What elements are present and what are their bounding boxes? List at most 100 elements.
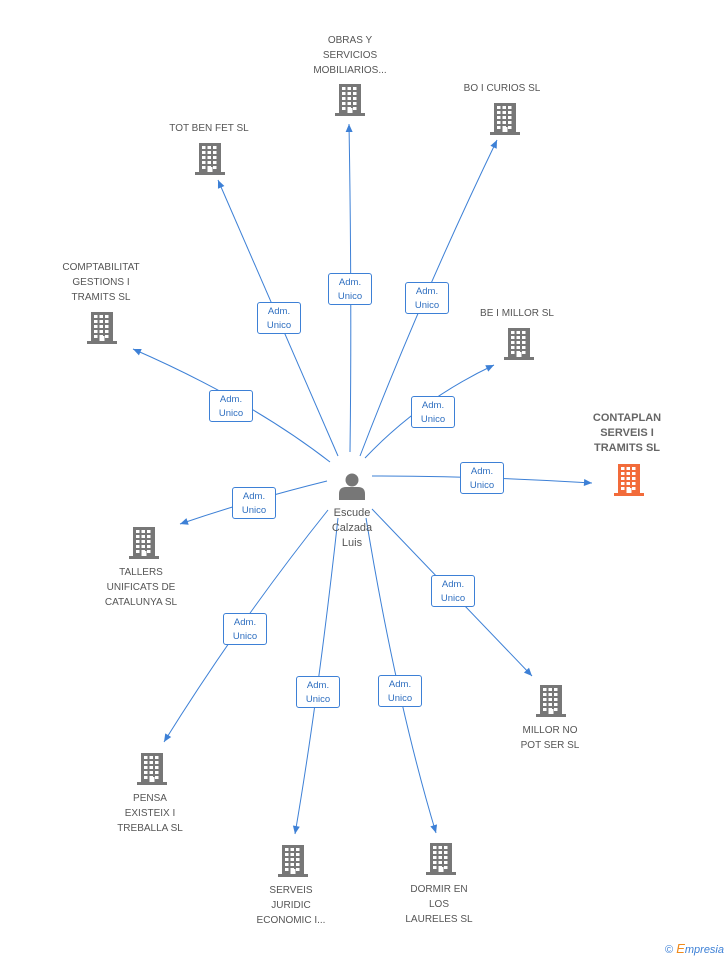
relation-text: Adm. — [219, 394, 243, 405]
company-label-line: ECONOMIC I... — [256, 915, 326, 926]
company-label-line: TRAMITS SL — [71, 292, 131, 303]
company-label-dormir[interactable]: DORMIR EN LOS LAURELES SL — [374, 882, 504, 927]
building-icon-serveis[interactable] — [278, 845, 308, 877]
relation-badge-serveis[interactable]: Adm. Unico — [296, 676, 340, 708]
company-label-line: BO I CURIOS SL — [463, 83, 541, 94]
relation-text: Unico — [241, 505, 267, 516]
relation-badge-pensa[interactable]: Adm. Unico — [223, 613, 267, 645]
brand-initial: E — [676, 941, 685, 956]
relation-badge-contaplan[interactable]: Adm. Unico — [460, 462, 504, 494]
company-label-line: TRAMITS SL — [594, 442, 660, 454]
building-icon-comptab[interactable] — [87, 312, 117, 344]
company-label-line: PENSA — [133, 793, 167, 804]
relation-text: Adm. — [415, 286, 439, 297]
relation-text: Adm. — [233, 617, 257, 628]
relation-text: Adm. — [267, 306, 291, 317]
company-label-totben[interactable]: TOT BEN FET SL — [144, 121, 274, 136]
company-label-line: EXISTEIX I — [124, 808, 176, 819]
relation-badge-beimillor[interactable]: Adm. Unico — [411, 396, 455, 428]
relation-badge-obras[interactable]: Adm. Unico — [328, 273, 372, 305]
company-label-line: LOS — [428, 899, 449, 910]
person-icon[interactable] — [339, 473, 365, 501]
relation-text: Unico — [337, 291, 363, 302]
person-label-line: Escude — [333, 507, 371, 519]
arrow-tallers — [180, 518, 189, 525]
company-label-line: TALLERS — [119, 567, 163, 578]
relation-text: Unico — [420, 414, 446, 425]
company-label-line: UNIFICATS DE — [106, 582, 176, 593]
brand-name: mpresia — [684, 944, 724, 956]
company-label-comptab[interactable]: COMPTABILITAT GESTIONS I TRAMITS SL — [36, 260, 166, 305]
building-icon-pensa[interactable] — [137, 753, 167, 785]
company-label-line: TREBALLA SL — [117, 823, 183, 834]
relation-badge-comptab[interactable]: Adm. Unico — [209, 390, 253, 422]
arrow-comptab — [133, 348, 142, 356]
company-label-line: SERVICIOS — [322, 50, 378, 61]
relation-text: Adm. — [338, 277, 362, 288]
company-label-tallers[interactable]: TALLERS UNIFICATS DE CATALUNYA SL — [76, 565, 206, 610]
person-label-line: Calzada — [331, 522, 373, 534]
arrow-serveis — [292, 825, 300, 834]
company-label-beimillor[interactable]: BE I MILLOR SL — [452, 306, 582, 321]
company-label-line: CONTAPLAN — [592, 412, 662, 424]
company-label-line: SERVEIS — [269, 885, 313, 896]
relation-badge-totben[interactable]: Adm. Unico — [257, 302, 301, 334]
arrow-dormir — [430, 824, 438, 833]
company-label-boi[interactable]: BO I CURIOS SL — [437, 81, 567, 96]
company-label-serveis[interactable]: SERVEIS JURIDIC ECONOMIC I... — [226, 883, 356, 928]
person-label-line: Luis — [341, 537, 363, 549]
arrow-boi — [490, 140, 497, 149]
footer-brand[interactable]: © Empresia — [665, 941, 724, 956]
company-label-line: MILLOR NO — [522, 725, 578, 736]
building-icon-boi[interactable] — [490, 103, 520, 135]
relation-text: Adm. — [470, 466, 494, 477]
relation-text: Unico — [469, 480, 495, 491]
relation-text: Adm. — [421, 400, 445, 411]
copyright-symbol: © — [665, 944, 674, 956]
building-icon-beimillor[interactable] — [504, 328, 534, 360]
company-label-line: SERVEIS I — [600, 427, 654, 439]
building-icon-contaplan[interactable] — [614, 464, 644, 496]
relation-text: Unico — [305, 694, 331, 705]
relation-text: Adm. — [441, 579, 465, 590]
arrow-obras — [345, 124, 353, 133]
building-icon-obras[interactable] — [335, 84, 365, 116]
company-label-line: LAURELES SL — [405, 914, 473, 925]
relation-text: Unico — [440, 593, 466, 604]
company-label-line: DORMIR EN — [410, 884, 468, 895]
relation-text: Unico — [266, 320, 292, 331]
relation-text: Adm. — [388, 679, 412, 690]
arrow-pensa — [164, 733, 172, 742]
relation-text: Unico — [232, 631, 258, 642]
relation-text: Unico — [218, 408, 244, 419]
relation-text: Unico — [414, 300, 440, 311]
company-label-line: COMPTABILITAT — [62, 262, 140, 273]
company-label-obras[interactable]: OBRAS Y SERVICIOS MOBILIARIOS... — [285, 33, 415, 78]
building-icon-dormir[interactable] — [426, 843, 456, 875]
company-label-line: GESTIONS I — [72, 277, 130, 288]
company-label-line: TOT BEN FET SL — [169, 123, 249, 134]
relation-badge-dormir[interactable]: Adm. Unico — [378, 675, 422, 707]
company-label-line: JURIDIC — [271, 900, 311, 911]
relation-badge-boi[interactable]: Adm. Unico — [405, 282, 449, 314]
arrow-totben — [217, 180, 225, 189]
company-label-pensa[interactable]: PENSA EXISTEIX I TREBALLA SL — [85, 791, 215, 836]
arrow-beimillor — [485, 365, 494, 372]
company-label-line: OBRAS Y — [327, 35, 373, 46]
building-icon-tallers[interactable] — [129, 527, 159, 559]
company-label-line: BE I MILLOR SL — [480, 308, 554, 319]
relation-text: Unico — [387, 693, 413, 704]
building-icon-totben[interactable] — [195, 143, 225, 175]
company-label-millor[interactable]: MILLOR NO POT SER SL — [485, 723, 615, 753]
relation-text: Adm. — [306, 680, 330, 691]
company-label-line: CATALUNYA SL — [104, 597, 178, 608]
company-label-line: MOBILIARIOS... — [313, 65, 387, 76]
relation-text: Adm. — [242, 491, 266, 502]
arrow-contaplan — [583, 479, 592, 486]
relation-badge-tallers[interactable]: Adm. Unico — [232, 487, 276, 519]
relation-badge-millor[interactable]: Adm. Unico — [431, 575, 475, 607]
building-icon-millor[interactable] — [536, 685, 566, 717]
company-label-line: POT SER SL — [520, 740, 580, 751]
company-label-contaplan[interactable]: CONTAPLAN SERVEIS I TRAMITS SL — [562, 411, 692, 456]
